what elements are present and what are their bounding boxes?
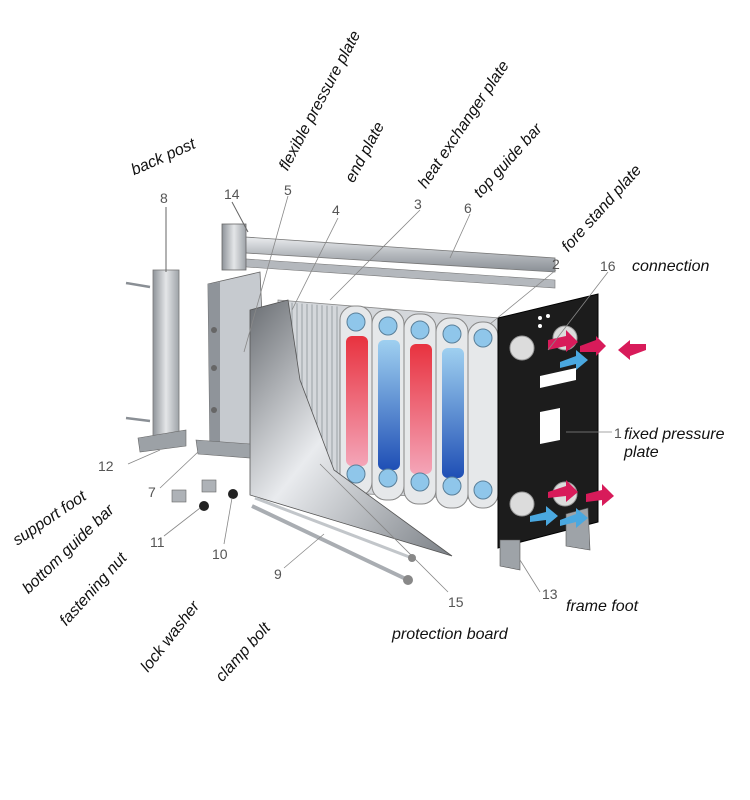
callout-1: 1: [614, 425, 622, 441]
fastening-nut: [171, 479, 217, 503]
cold-arrow: [560, 350, 588, 370]
bottom-guide-bar: [195, 439, 251, 459]
callout-14: 14: [224, 186, 240, 202]
clamp-bolt: [251, 496, 416, 585]
cold-channel: [378, 340, 400, 470]
cold-channel: [442, 348, 464, 478]
callout-2: 2: [552, 256, 560, 272]
callout-5: 5: [284, 182, 292, 198]
hot-channel: [410, 344, 432, 474]
callout-7: 7: [148, 484, 156, 500]
hot-in-arrow: [580, 336, 606, 356]
callout-9: 9: [274, 566, 282, 582]
callout-11: 11: [150, 534, 165, 550]
protection-board: [249, 299, 453, 557]
callout-6: 6: [464, 200, 472, 216]
callout-16: 16: [600, 258, 616, 274]
callout-4: 4: [332, 202, 340, 218]
callout-3: 3: [414, 196, 422, 212]
back-post: [137, 207, 187, 453]
label-protection-board: protection board: [392, 626, 508, 643]
callout-10: 10: [212, 546, 228, 562]
label-frame-foot: frame foot: [566, 598, 639, 615]
lock-washer: [199, 489, 238, 511]
label-fixed-pressure-plate: fixed pressure plate: [624, 426, 725, 461]
label-connection: connection: [632, 258, 710, 275]
flow-arrows: [530, 330, 646, 528]
callout-13: 13: [542, 586, 558, 602]
callout-12: 12: [98, 458, 114, 474]
top-guide-bar: [221, 201, 556, 289]
callout-8: 8: [160, 190, 168, 206]
heat-exchanger-plate: [339, 305, 499, 509]
back-post-bolt: [125, 281, 151, 423]
callout-15: 15: [448, 594, 464, 610]
hot-channel: [346, 336, 368, 466]
leader-lines: [127, 195, 612, 593]
